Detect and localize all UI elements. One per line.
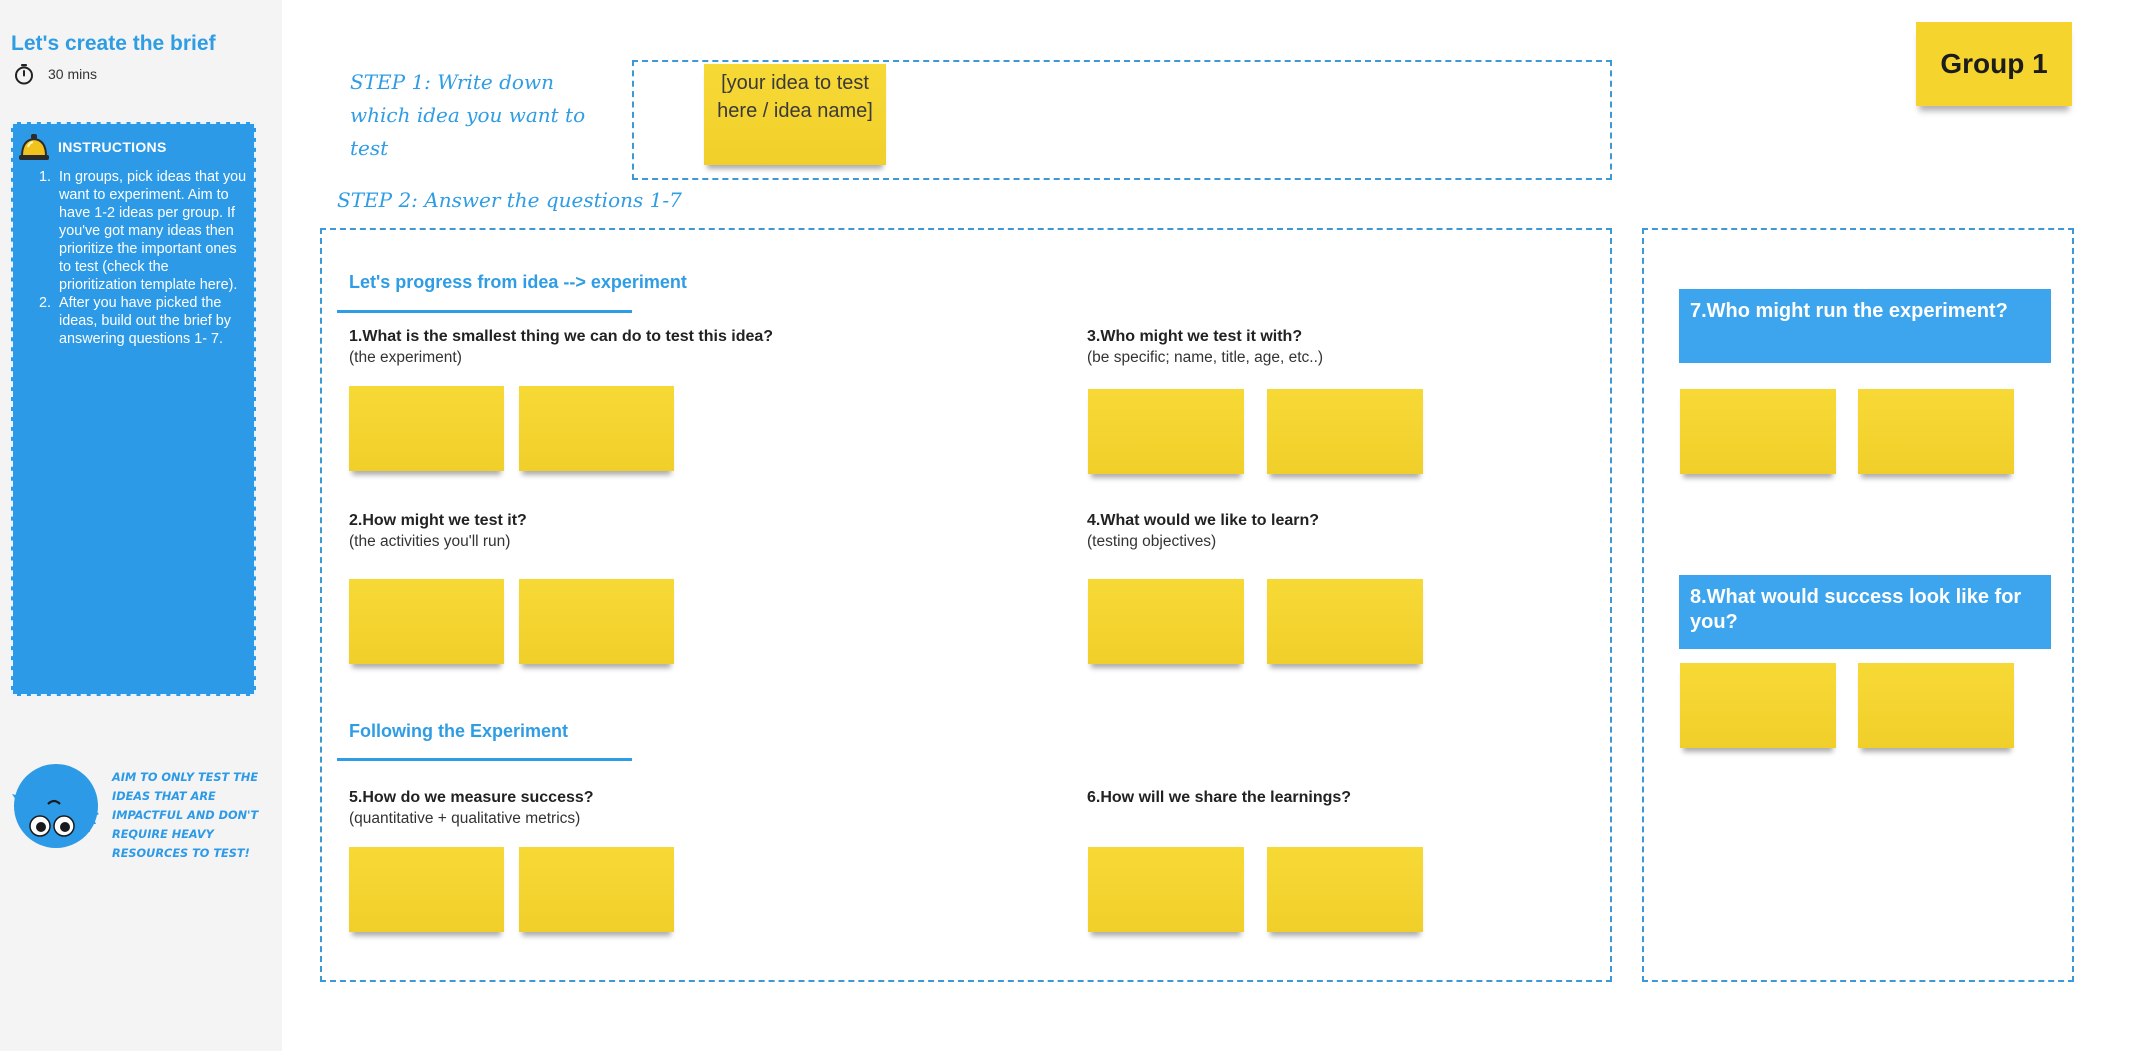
group-label-sticky[interactable]: Group 1 (1916, 22, 2072, 106)
timer: 30 mins (13, 63, 97, 85)
sticky-note-q1[interactable] (519, 386, 674, 471)
question-subtitle: (the activities you'll run) (349, 533, 511, 550)
sticky-note-q5[interactable] (349, 847, 504, 932)
sticky-note-q5[interactable] (519, 847, 674, 932)
sticky-note-q2[interactable] (349, 579, 504, 664)
instructions-title: INSTRUCTIONS (58, 139, 167, 155)
question-title: 4.What would we like to learn? (1087, 512, 1320, 529)
question-6: 6.How will we share the learnings? (1087, 789, 1351, 807)
instructions-panel: INSTRUCTIONS 1. In groups, pick ideas th… (11, 122, 256, 696)
list-item: 1. In groups, pick ideas that you want t… (39, 168, 247, 294)
question-5: 5.How do we measure success? (quantitati… (349, 789, 594, 828)
list-item-text: In groups, pick ideas that you want to e… (59, 169, 247, 293)
section-title-following: Following the Experiment (349, 721, 569, 741)
step2-label: STEP 2: Answer the questions 1-7 (337, 188, 682, 212)
question-subtitle: (testing objectives) (1087, 533, 1217, 550)
question-4: 4.What would we like to learn? (testing … (1087, 512, 1319, 551)
sticky-note-q3[interactable] (1267, 389, 1423, 474)
sticky-note-q7[interactable] (1680, 389, 1836, 474)
questions-frame (320, 228, 1612, 982)
question-title: 3.Who might we test it with? (1087, 328, 1303, 345)
timer-duration: 30 mins (48, 66, 98, 82)
mascot-icon (12, 764, 99, 848)
idea-sticky-note[interactable]: [your idea to test here / idea name] (704, 64, 886, 165)
section-divider (337, 758, 632, 761)
question-7-header: 7.Who might run the experiment? (1679, 289, 2051, 363)
sticky-note-q8[interactable] (1680, 663, 1836, 748)
list-item: 2. After you have picked the ideas, buil… (39, 294, 247, 348)
sticky-note-q2[interactable] (519, 579, 674, 664)
list-item-number: 2. (39, 295, 52, 311)
step1-label: STEP 1: Write down which idea you want t… (350, 70, 586, 160)
question-1: 1.What is the smallest thing we can do t… (349, 328, 773, 367)
page-title: Let's create the brief (11, 32, 216, 55)
question-subtitle: (quantitative + qualitative metrics) (349, 810, 581, 827)
sticky-note-q6[interactable] (1088, 847, 1244, 932)
sticky-note-q6[interactable] (1267, 847, 1423, 932)
instructions-header: INSTRUCTIONS (18, 132, 167, 162)
idea-frame (632, 60, 1612, 180)
question-title: 1.What is the smallest thing we can do t… (349, 328, 774, 345)
sticky-note-q4[interactable] (1088, 579, 1244, 664)
mascot-tip: Aim to only test the ideas that are impa… (112, 771, 259, 860)
sticky-note-q8[interactable] (1858, 663, 2014, 748)
question-title: 6.How will we share the learnings? (1087, 789, 1352, 806)
question-subtitle: (the experiment) (349, 349, 462, 366)
section-title-progress: Let's progress from idea --> experiment (349, 272, 687, 292)
section-divider (337, 310, 632, 313)
question-3: 3.Who might we test it with? (be specifi… (1087, 328, 1323, 367)
sticky-note-q1[interactable] (349, 386, 504, 471)
list-item-text: After you have picked the ideas, build o… (59, 295, 231, 347)
list-item-number: 1. (39, 169, 52, 185)
timer-icon (15, 64, 33, 85)
sticky-note-q4[interactable] (1267, 579, 1423, 664)
question-8-header: 8.What would success look like for you? (1679, 575, 2051, 649)
sticky-note-q3[interactable] (1088, 389, 1244, 474)
question-title: 5.How do we measure success? (349, 789, 594, 806)
question-2: 2.How might we test it? (the activities … (349, 512, 527, 551)
sidebar: Let's create the brief 30 mins INSTRUCTI… (0, 0, 282, 1051)
team-frame (1642, 228, 2074, 982)
sticky-note-q7[interactable] (1858, 389, 2014, 474)
bell-icon (19, 134, 49, 160)
instructions-list: 1. In groups, pick ideas that you want t… (39, 168, 247, 348)
question-subtitle: (be specific; name, title, age, etc..) (1087, 349, 1324, 366)
question-title: 2.How might we test it? (349, 512, 527, 529)
